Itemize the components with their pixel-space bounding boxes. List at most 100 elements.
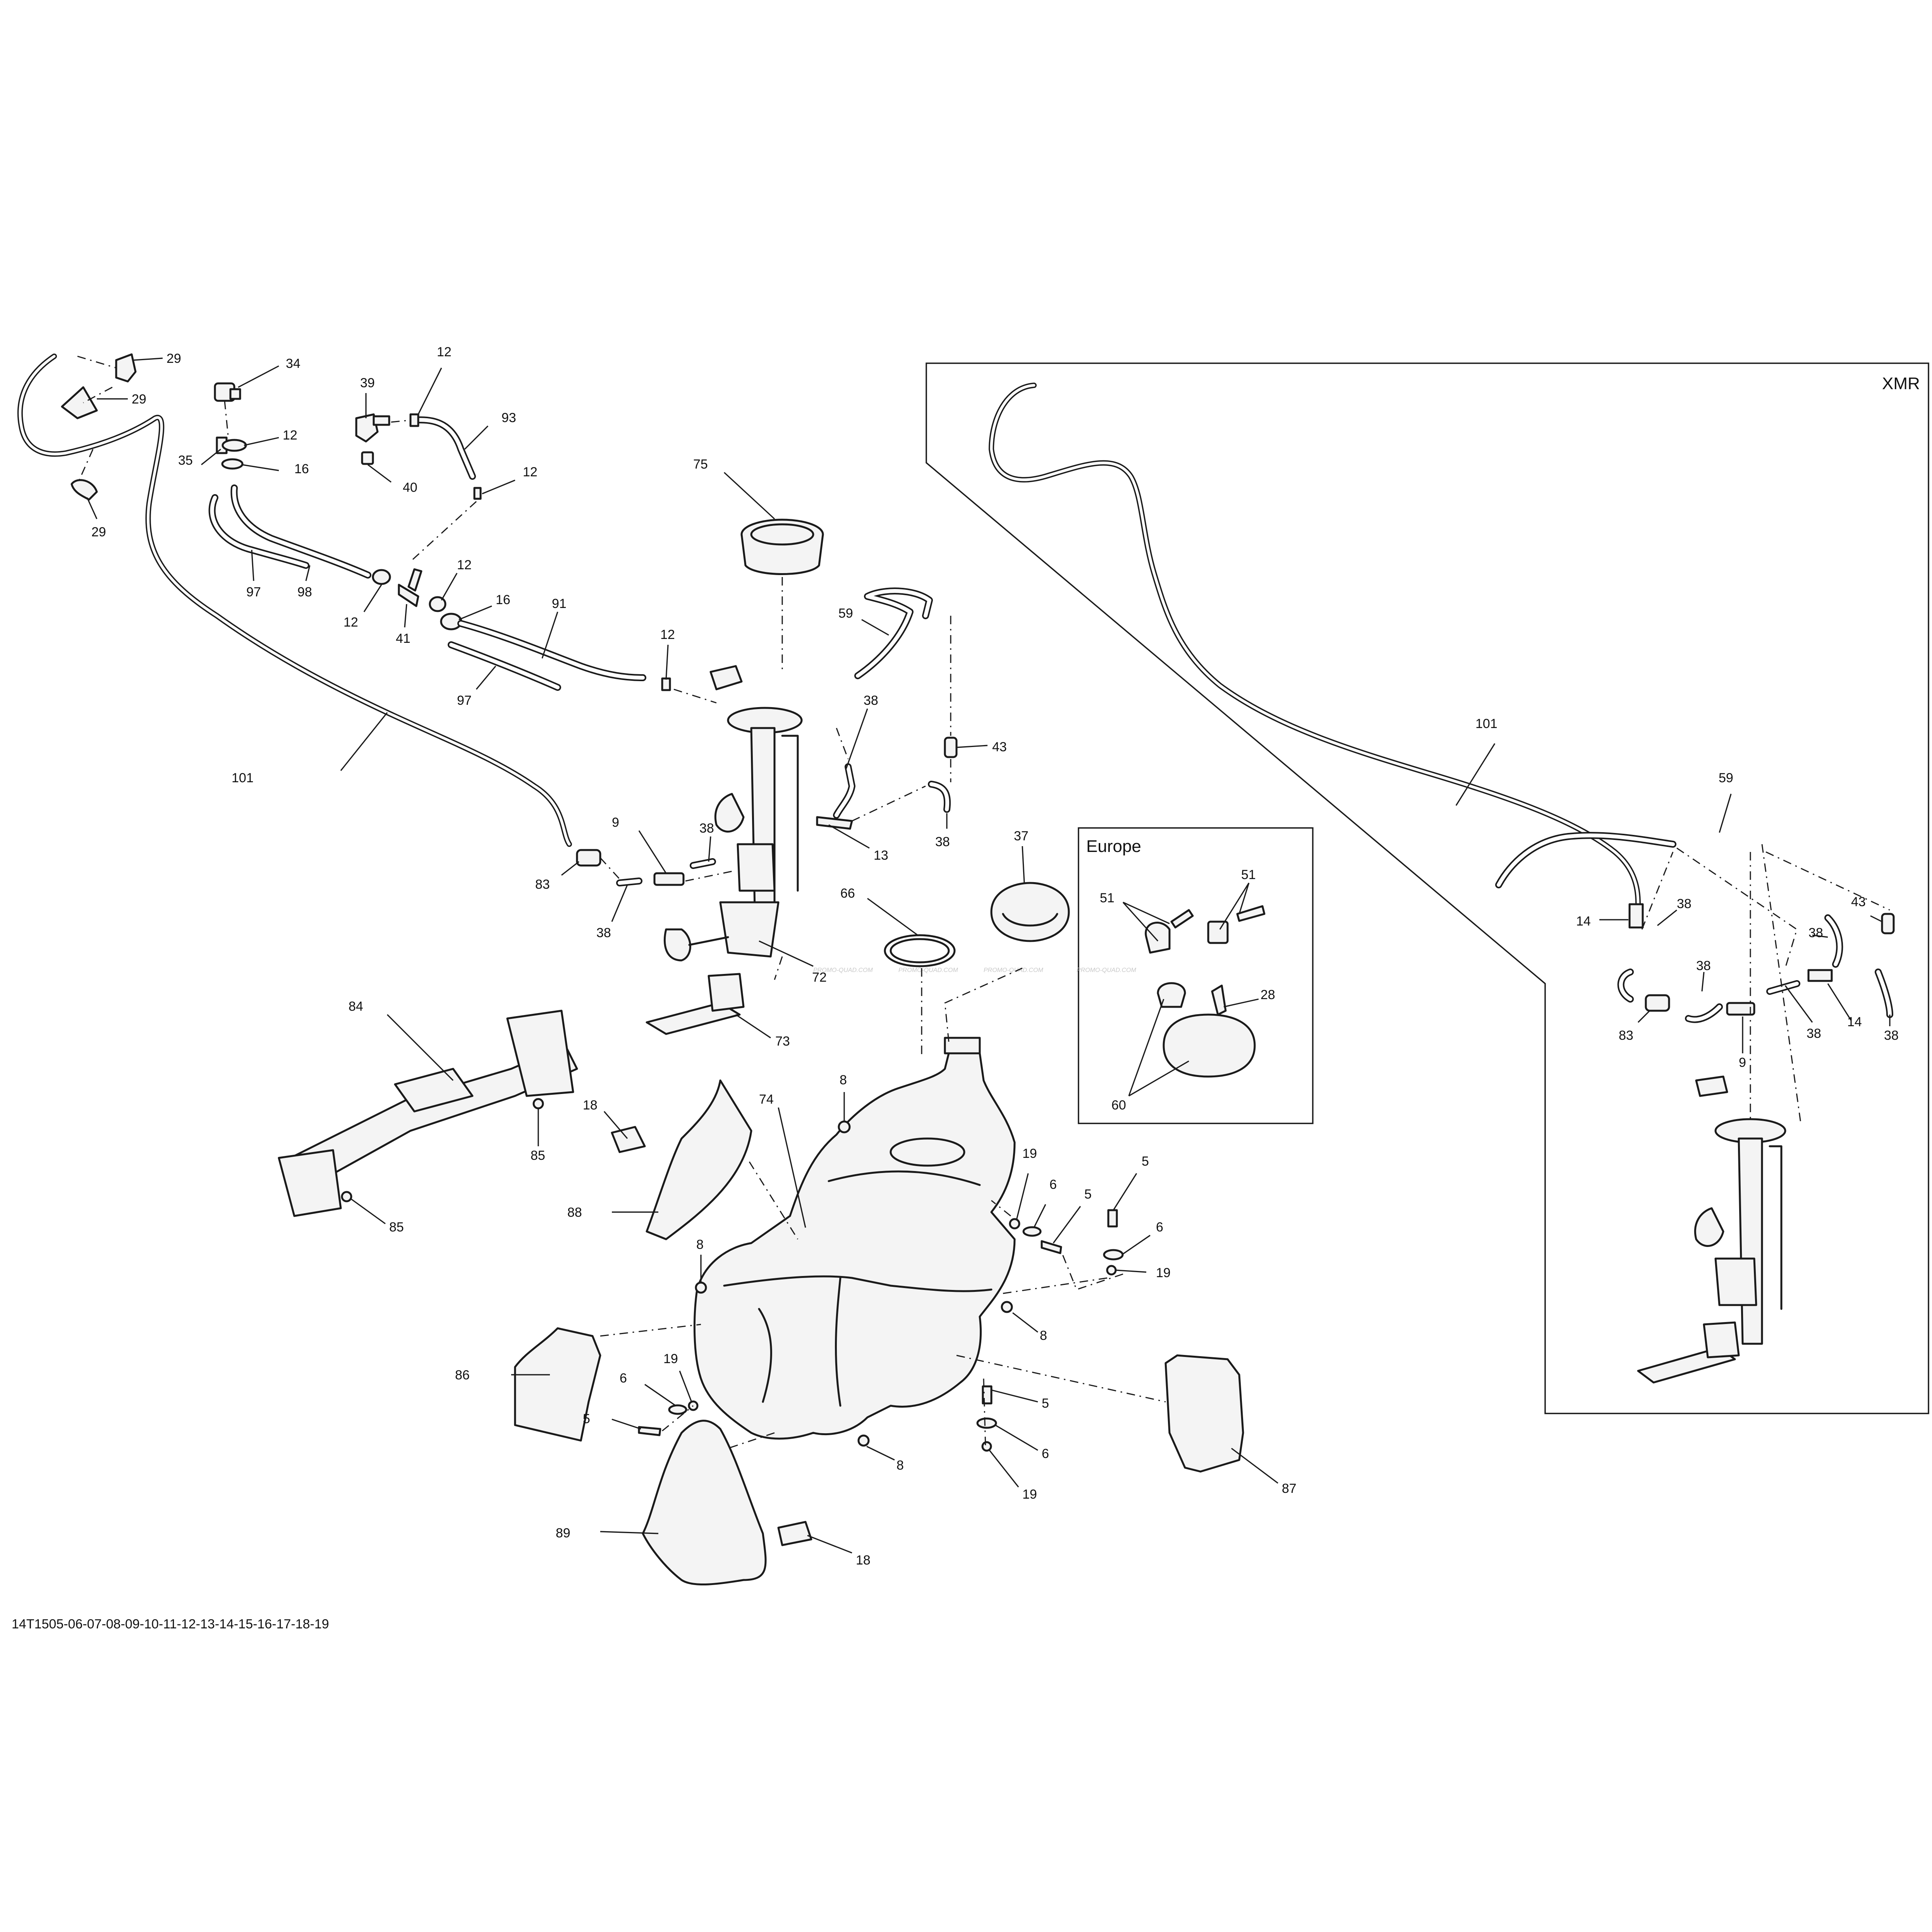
clip-29-middle	[61, 386, 98, 419]
clamp-12-f	[661, 677, 671, 691]
callout-101: 101	[1475, 716, 1498, 731]
connector-39	[355, 413, 390, 443]
assembly-lines	[77, 355, 1890, 1449]
tee-13	[816, 816, 853, 830]
callouts: 29 29 29 34 35 12 16 39 40 12 93 12 97 9…	[91, 345, 1899, 1568]
washer-6	[1022, 1226, 1042, 1237]
callout-12: 12	[523, 465, 538, 479]
callout-51: 51	[1241, 867, 1256, 882]
callout-84: 84	[349, 999, 363, 1014]
pump-support-73	[646, 973, 745, 1035]
hose-97-lower	[448, 641, 561, 691]
callout-83: 83	[1619, 1028, 1633, 1043]
hose-91	[457, 620, 646, 681]
callout-74: 74	[759, 1092, 774, 1107]
nut-8	[857, 1434, 870, 1447]
callout-6: 6	[1042, 1446, 1049, 1461]
washer-6	[1103, 1249, 1124, 1261]
callout-38: 38	[1808, 926, 1823, 940]
callout-19: 19	[1022, 1487, 1037, 1502]
screw-5	[638, 1426, 661, 1436]
callout-19: 19	[1022, 1146, 1037, 1161]
vent-line-101-left	[17, 354, 572, 847]
check-valve-9-xmr	[1726, 1002, 1755, 1016]
lock-51-a	[1145, 922, 1171, 954]
callout-19: 19	[1156, 1266, 1171, 1280]
callout-72: 72	[812, 970, 827, 985]
europe-inset-border	[1078, 827, 1314, 1124]
callout-60: 60	[1111, 1098, 1126, 1113]
fuel-pump-module-xmr	[1695, 1075, 1728, 1097]
watermarks: PROMO-QUAD.COM PROMO-QUAD.COM PROMO-QUAD…	[813, 967, 1136, 974]
clamp-12-d	[372, 569, 391, 585]
callout-38: 38	[864, 693, 878, 708]
callout-12: 12	[283, 428, 297, 443]
callout-5: 5	[583, 1412, 590, 1426]
callout-5: 5	[1042, 1396, 1049, 1411]
callout-12: 12	[437, 345, 452, 359]
screw-85-b	[341, 1191, 352, 1202]
xmr-inset-border	[926, 362, 1929, 1414]
callout-6: 6	[1156, 1220, 1163, 1235]
washer-19	[1106, 1265, 1117, 1276]
callout-59: 59	[1719, 771, 1733, 785]
callout-43: 43	[992, 740, 1007, 754]
callout-6: 6	[620, 1371, 627, 1386]
callout-86: 86	[455, 1368, 470, 1382]
key-60	[1157, 982, 1186, 1008]
valve-43-left	[944, 737, 958, 758]
callout-93: 93	[501, 410, 516, 425]
hose-59-left	[854, 587, 933, 679]
xmr-inset: XMR	[926, 362, 1929, 1414]
callout-34: 34	[286, 356, 301, 371]
tee-14-xmr-b	[1807, 969, 1833, 982]
lock-51-b	[1207, 920, 1229, 944]
callout-38: 38	[1696, 958, 1711, 973]
screw-5	[1041, 1240, 1062, 1254]
callout-85: 85	[389, 1220, 404, 1235]
callout-88: 88	[567, 1205, 582, 1220]
key-51-a	[1170, 909, 1194, 929]
hose-98	[230, 484, 371, 579]
callout-51: 51	[1100, 891, 1115, 905]
screw-5	[1107, 1209, 1118, 1228]
europe-inset-title: Europe	[1086, 837, 1141, 856]
washer-19	[1009, 1218, 1020, 1230]
cap-40	[361, 451, 374, 465]
bracket-84	[278, 1010, 578, 1217]
callout-8: 8	[896, 1458, 904, 1473]
hose-38-pump	[833, 763, 855, 819]
tape-18-lower	[777, 1521, 812, 1546]
connector-83-xmr	[1645, 994, 1670, 1012]
fuel-cap-37	[990, 882, 1070, 942]
tether-28	[1211, 984, 1227, 1016]
callout-98: 98	[297, 585, 312, 599]
callout-75: 75	[693, 457, 708, 472]
callout-38: 38	[1884, 1028, 1899, 1043]
hose-38-valve	[928, 781, 951, 813]
callout-87: 87	[1282, 1481, 1297, 1496]
callout-85: 85	[531, 1148, 545, 1163]
callout-37: 37	[1014, 829, 1029, 843]
tee-14-xmr	[1628, 903, 1644, 929]
callout-43: 43	[1851, 895, 1866, 909]
callout-101: 101	[232, 771, 254, 785]
washer-6	[976, 1417, 997, 1429]
callout-97: 97	[246, 585, 261, 599]
callout-59: 59	[838, 606, 853, 621]
callout-6: 6	[1049, 1177, 1057, 1192]
fasteners	[638, 1120, 1124, 1452]
vent-line-101-xmr	[989, 383, 1641, 909]
clamp-16-a	[221, 458, 244, 470]
washer-6	[668, 1404, 687, 1415]
hose-38-left	[616, 878, 642, 886]
locking-cap-60	[1163, 1013, 1256, 1078]
callout-14: 14	[1576, 914, 1591, 929]
clip-29-bottom	[70, 479, 98, 501]
callout-89: 89	[556, 1526, 570, 1540]
callout-13: 13	[874, 848, 888, 863]
heat-shield-86	[514, 1327, 601, 1442]
key-51-b	[1236, 905, 1266, 922]
